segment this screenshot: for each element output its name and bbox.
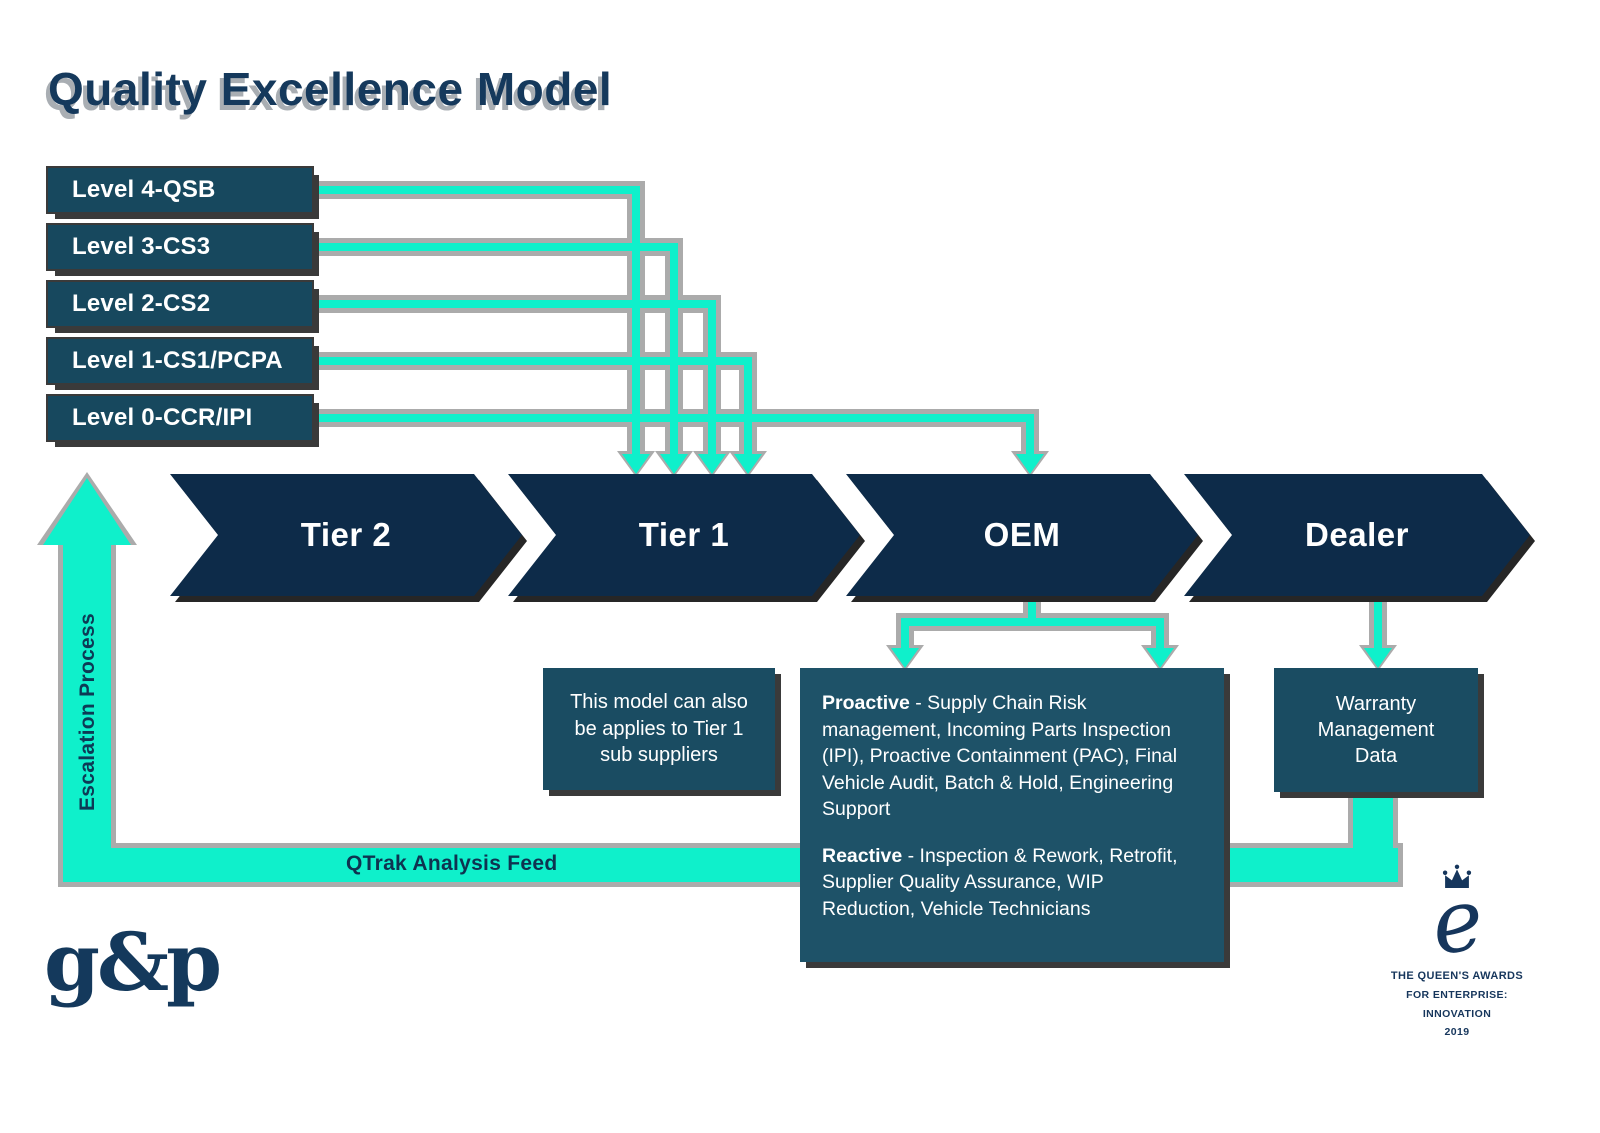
oem-split [1028,592,1036,626]
warranty-line: Data [1354,745,1398,767]
note-line: sub suppliers [600,744,718,767]
queens-award-text: THE QUEEN'S AWARDS [1390,970,1524,983]
level1-line [744,357,752,454]
chevron-label: Dealer [1305,516,1409,553]
oem-split [1156,618,1164,648]
chevron-tier2: Tier 2 [170,474,522,596]
level4-line [312,186,640,194]
warranty-data-box: Warranty Management Data [1274,668,1478,792]
oem-split-arrow-icon [1146,648,1174,668]
reactive-title: Reactive [822,844,903,867]
queens-award-logo: e THE QUEEN'S AWARDS FOR ENTERPRISE: INN… [1380,864,1534,1041]
note-line: be applies to Tier 1 [574,717,744,740]
dealer-line [1374,592,1382,648]
level3-line [312,243,678,251]
level4-line [632,186,640,454]
level3-line [670,243,678,454]
warranty-line: Management [1317,719,1435,741]
dealer-line-arrow-icon [1364,648,1392,668]
oem-split [901,618,1164,626]
page-title: Quality Excellence Model [48,63,613,115]
level-label: Level 1-CS1/PCPA [72,347,283,374]
proactive-text: Proactive - Supply Chain Risk management… [822,690,1202,823]
proactive-title: Proactive [822,692,910,714]
reactive-text: Reactive - Inspection & Rework, Retrofit… [822,843,1202,923]
queens-award-text: FOR ENTERPRISE: [1406,989,1508,1002]
level-label: Level 4-QSB [72,176,216,203]
chevron-dealer: Dealer [1184,474,1530,596]
queens-award-emblem-letter: e [1424,868,1490,976]
chevron-label: OEM [983,516,1061,553]
chevron-label: Tier 2 [300,516,392,553]
chevron-oem: OEM [846,474,1198,596]
level1-line-arrow-icon [734,454,762,474]
level2-line-arrow-icon [698,454,726,474]
level2-line [312,300,716,308]
oem-split [901,618,909,648]
tier1-note-box: This model can also be applies to Tier 1… [543,668,775,790]
chevron-tier1: Tier 1 [508,474,860,596]
level-box-0: Level 0-CCR/IPI [48,396,312,440]
proactive-body: - Supply Chain Risk management, Incoming… [822,692,1178,821]
note-line: This model can also [570,691,748,714]
reactive-body: - Inspection & Rework, Retrofit, Supplie… [822,844,1178,920]
level-label: Level 0-CCR/IPI [72,404,253,431]
level4-line-arrow-icon [622,454,650,474]
warranty-line: Warranty [1335,693,1417,715]
chevron-label: Tier 1 [638,516,730,553]
level-box-1: Level 1-CS1/PCPA [48,339,312,383]
escalation-arrow-icon [43,478,131,545]
level0-line [1026,414,1034,454]
level-box-3: Level 3-CS3 [48,225,312,269]
level-box-4: Level 4-QSB [48,168,312,212]
gp-logo: g&p [44,915,222,1009]
oem-split-arrow-icon [891,648,919,668]
level0-line [312,414,1034,422]
oem-detail-box: Proactive - Supply Chain Risk management… [800,668,1224,962]
warranty-feed [1353,790,1393,882]
queens-award-text: 2019 [1444,1026,1470,1039]
queens-award-text: INNOVATION [1422,1007,1492,1020]
level2-line [708,300,716,454]
level-label: Level 2-CS2 [72,290,211,317]
qtrak-feed-label: QTrak Analysis Feed [346,852,558,875]
escalation-bar [63,545,111,882]
crown-icon [1442,864,1472,889]
level-box-2: Level 2-CS2 [48,282,312,326]
level-label: Level 3-CS3 [72,233,211,260]
level0-line-arrow-icon [1016,454,1044,474]
level3-line-arrow-icon [660,454,688,474]
escalation-process-label: Escalation Process [76,613,99,811]
level1-line [312,357,752,365]
